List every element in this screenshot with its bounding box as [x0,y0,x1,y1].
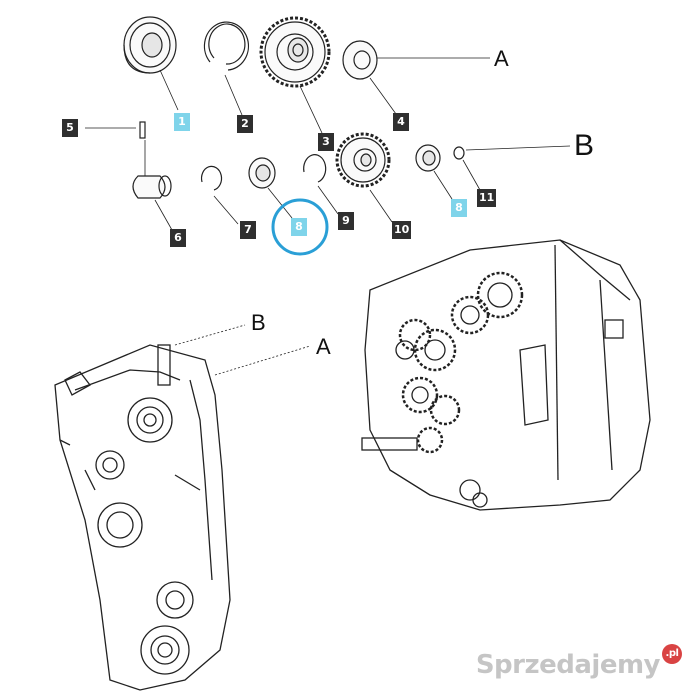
callout-10[interactable]: 10 [392,221,412,239]
part-11-ring [453,145,571,191]
part-3-gear [259,16,331,134]
housing-cover-left [54,324,311,691]
callout-9[interactable]: 9 [338,212,354,230]
transmission-housing-right [361,239,651,511]
callout-4[interactable]: 4 [393,113,409,131]
callout-8-secondary[interactable]: 8 [451,199,467,217]
reference-b-top: B [574,129,595,162]
watermark-text: Sprzedajemy [475,650,661,680]
callout-3[interactable]: 3 [318,133,334,151]
part-8b-bearing [415,144,453,200]
callout-2[interactable]: 2 [237,115,253,133]
callout-6[interactable]: 6 [170,229,186,247]
part-1-bearing [123,16,179,111]
part-7-snap-ring [200,165,239,225]
part-2-snap-ring [203,21,250,116]
callout-5[interactable]: 5 [62,119,78,137]
part-8-bearing [248,157,293,219]
callout-8[interactable]: 8 [291,218,307,236]
callout-11[interactable]: 11 [477,189,497,207]
callout-1[interactable]: 1 [174,113,190,131]
selection-ring [271,198,329,256]
part-5-pin [85,121,146,139]
part-6-shaft [132,140,173,231]
part-9-snap-ring [303,154,339,215]
watermark-badge: .pl [662,644,682,664]
reference-a-housing: A [316,334,331,359]
reference-a-top: A [494,46,509,71]
part-4-spacer [342,40,490,115]
reference-b-housing: B [251,310,266,335]
part-10-gear [335,132,393,223]
watermark: Sprzedajemy.pl [475,644,682,680]
callout-7[interactable]: 7 [240,221,256,239]
